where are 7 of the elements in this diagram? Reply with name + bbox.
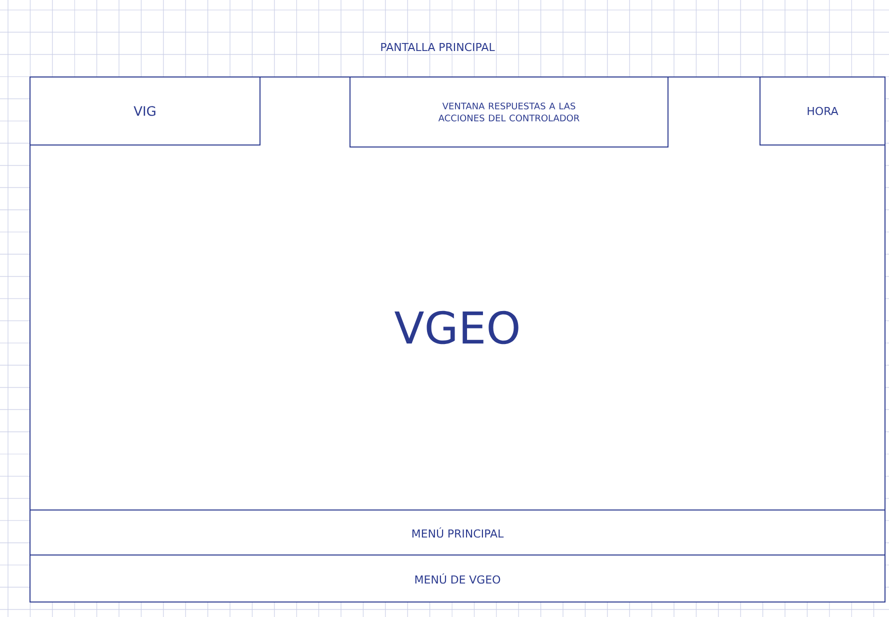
menu-bar: MENÚ DE VGEO [30, 554, 886, 602]
panel-box: HORA [760, 76, 886, 146]
window-box: VENTANA RESPUESTAS A LAS ACCIONES DEL CONTROLADOR [350, 76, 668, 148]
menu-bar: MENÚ PRINCIPAL [30, 510, 886, 556]
node-label: PANTALLA PRINCIPAL [381, 42, 495, 52]
panel-box: VIG [30, 76, 260, 146]
map-area: VGEO [394, 310, 518, 344]
